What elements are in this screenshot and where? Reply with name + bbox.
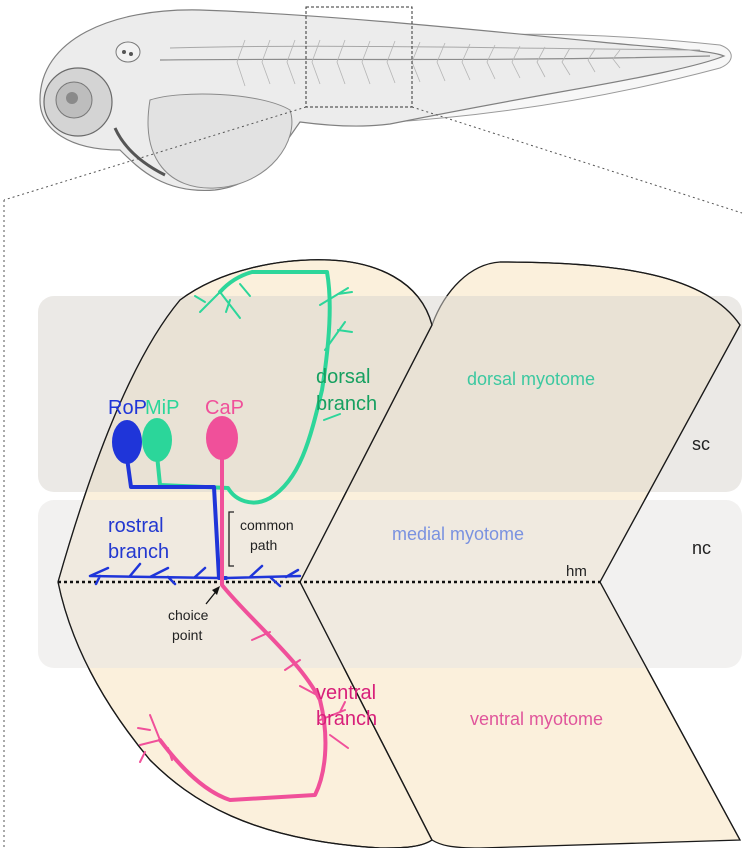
ventral-myotome-label: ventral myotome <box>470 709 603 729</box>
dorsal-branch-label-2: branch <box>316 393 377 415</box>
mip-label: MiP <box>145 397 179 419</box>
rostral-branch-label-1: rostral <box>108 515 164 537</box>
ventral-branch-label-2: branch <box>316 708 377 730</box>
dorsal-branch-label-1: dorsal <box>316 366 370 388</box>
sc-label: sc <box>692 434 710 454</box>
dorsal-myotome-label: dorsal myotome <box>467 369 595 389</box>
choice-point-label-1: choice <box>168 607 209 623</box>
common-path-label-1: common <box>240 517 294 533</box>
medial-myotome-label: medial myotome <box>392 524 524 544</box>
mip-soma <box>142 418 172 462</box>
sc-band <box>38 296 742 492</box>
rop-soma <box>112 420 142 464</box>
choice-point-label-2: point <box>172 627 202 643</box>
rop-label: RoP <box>108 397 147 419</box>
common-path-label-2: path <box>250 537 277 553</box>
larva-yolk <box>148 94 292 188</box>
cap-soma <box>206 416 238 460</box>
nc-label: nc <box>692 538 711 558</box>
zoom-line-right <box>412 107 742 213</box>
ventral-branch-label-1: ventral <box>316 682 376 704</box>
zebrafish-larva-illustration <box>40 10 731 191</box>
cap-label: CaP <box>205 397 244 419</box>
larva-eye-pupil <box>66 92 78 104</box>
rostral-branch-label-2: branch <box>108 541 169 563</box>
larva-otic-vesicle <box>116 42 140 62</box>
hm-label: hm <box>566 563 587 580</box>
